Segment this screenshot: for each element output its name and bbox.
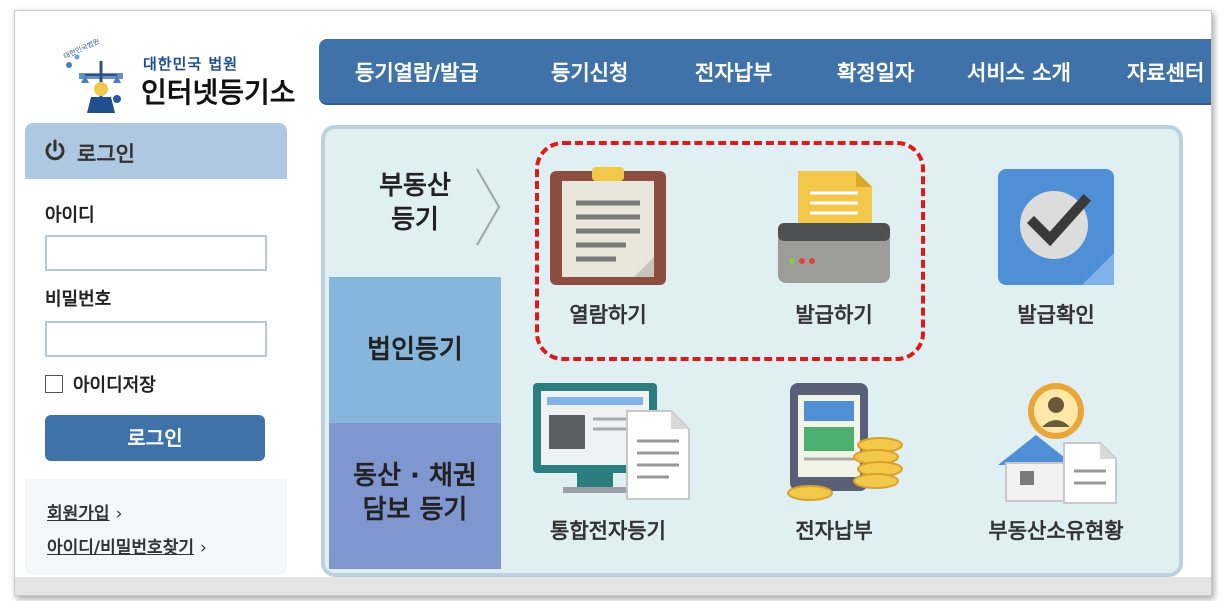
e-payment-label: 전자납부: [795, 519, 873, 543]
emblem-text: 대한민국법원: [62, 39, 101, 61]
integrated-registration-label: 통합전자등기: [550, 519, 666, 543]
main-nav: 등기열람/발급 등기신청 전자납부 확정일자 서비스 소개 자료센터: [319, 39, 1211, 105]
e-payment-service[interactable]: 전자납부: [749, 381, 919, 545]
chevron-right-icon: ›: [199, 538, 207, 558]
issue-service-label: 발급하기: [795, 303, 873, 327]
id-input[interactable]: [45, 235, 267, 271]
find-id-password-link[interactable]: 아이디/비밀번호찾기›: [47, 533, 207, 558]
site-logo[interactable]: 대한민국법원 대한민국 법원 인터넷등기소: [37, 31, 317, 121]
person-house-icon: [998, 383, 1117, 504]
view-service-label: 열람하기: [569, 303, 647, 327]
view-service[interactable]: 열람하기: [523, 165, 693, 329]
nav-item-fixed-date[interactable]: 확정일자: [837, 61, 915, 85]
site-name: 인터넷등기소: [141, 76, 296, 109]
chevron-right-icon: ›: [115, 504, 123, 524]
chevron-right-icon: [476, 168, 501, 246]
service-panel: 부동산 등기 법인등기 동산 · 채권 담보 등기 열람하기: [321, 125, 1183, 577]
nav-item-data-center[interactable]: 자료센터: [1127, 61, 1205, 85]
nav-item-registration[interactable]: 등기신청: [551, 61, 629, 85]
confirm-service-label: 발급확인: [1017, 303, 1095, 327]
tab-real-estate-line1: 부동산: [379, 171, 451, 201]
nav-item-view-issue[interactable]: 등기열람/발급: [355, 61, 479, 85]
ownership-status-service[interactable]: 부동산소유현황: [971, 381, 1141, 545]
login-header: 로그인: [25, 123, 287, 179]
tab-movable-line1: 동산 · 채권: [353, 461, 477, 491]
confirm-service[interactable]: 발급확인: [971, 165, 1141, 329]
monitor-document-icon: [533, 383, 690, 500]
tablet-coins-icon: [787, 383, 903, 501]
password-input[interactable]: [45, 321, 267, 357]
login-form: 아이디 비밀번호 아이디저장 로그인: [25, 179, 287, 479]
signup-link[interactable]: 회원가입›: [47, 499, 122, 524]
signup-link-label: 회원가입: [47, 504, 110, 524]
password-label: 비밀번호: [45, 289, 112, 310]
tab-movable-collateral[interactable]: 동산 · 채권 담보 등기: [329, 423, 501, 569]
login-button[interactable]: 로그인: [45, 415, 265, 461]
checkmark-icon: [998, 169, 1114, 285]
printer-icon: [778, 171, 890, 283]
remember-id-checkbox[interactable]: [45, 375, 63, 393]
screenshot-frame: 대한민국법원 대한민국 법원 인터넷등기소 등기열람/발급 등기신청 전자납부 …: [14, 10, 1212, 596]
tab-corporate[interactable]: 법인등기: [329, 277, 501, 423]
tab-movable-line2: 담보 등기: [362, 495, 468, 525]
clipboard-icon: [550, 167, 666, 285]
login-title: 로그인: [77, 142, 135, 166]
integrated-registration-service[interactable]: 통합전자등기: [523, 381, 693, 545]
tab-real-estate-line2: 등기: [391, 205, 439, 235]
nav-item-e-payment[interactable]: 전자납부: [695, 61, 773, 85]
id-label: 아이디: [45, 205, 95, 226]
remember-id-label: 아이디저장: [73, 375, 156, 396]
find-id-password-label: 아이디/비밀번호찾기: [47, 538, 194, 558]
bottom-band: [15, 577, 1211, 595]
tab-real-estate[interactable]: 부동산 등기: [329, 133, 501, 277]
power-icon: [45, 139, 65, 161]
nav-item-service-intro[interactable]: 서비스 소개: [967, 61, 1071, 85]
org-name: 대한민국 법원: [143, 55, 239, 73]
login-box: 로그인 아이디 비밀번호 아이디저장 로그인 회원가입› 아이디/비밀번호찾기›: [25, 123, 287, 575]
issue-service[interactable]: 발급하기: [749, 165, 919, 329]
court-emblem-icon: 대한민국법원: [62, 39, 123, 113]
ownership-status-label: 부동산소유현황: [988, 519, 1124, 543]
